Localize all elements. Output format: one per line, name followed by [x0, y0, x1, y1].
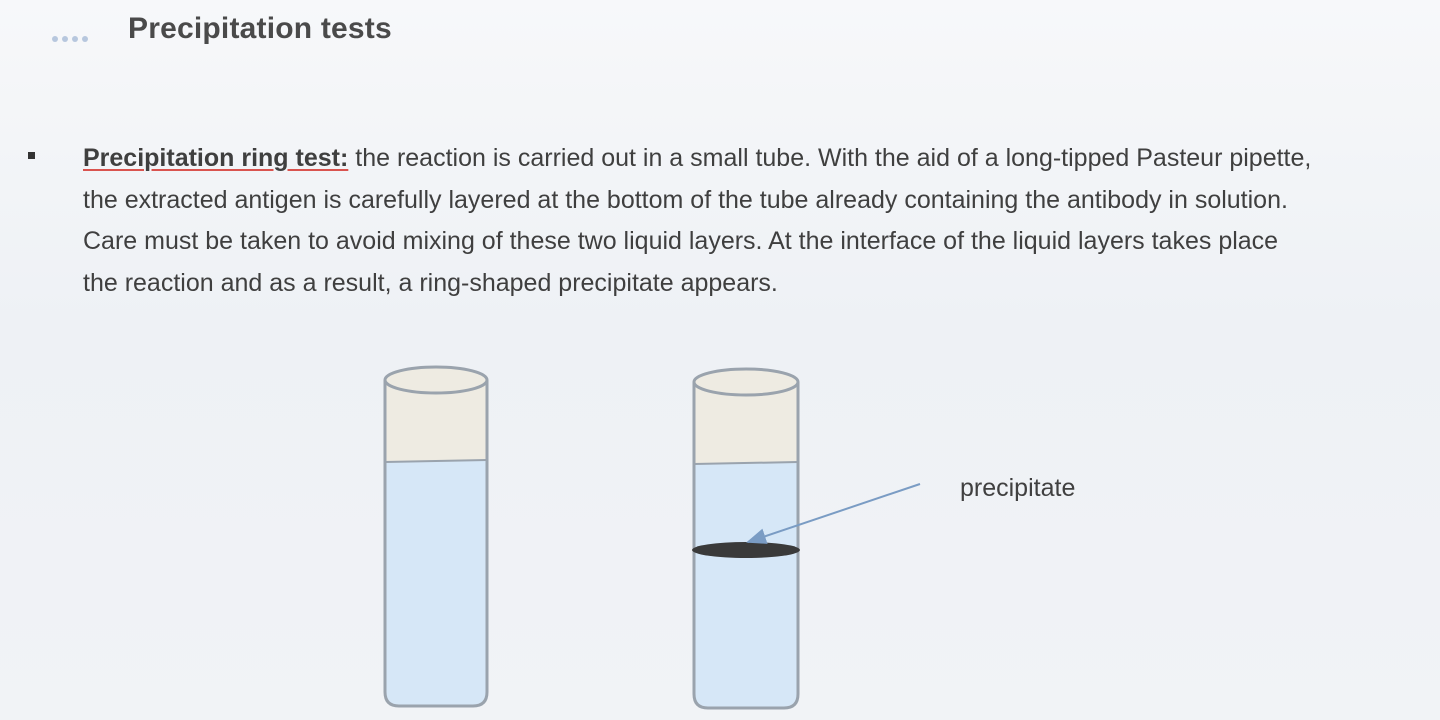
precipitate-arrow [746, 483, 921, 544]
bullet-text: Precipitation ring test: the reaction is… [83, 138, 1440, 304]
bullet-paragraph: Precipitation ring test: the reaction is… [28, 138, 1440, 304]
bullet-line-3: Care must be taken to avoid mixing of th… [83, 227, 1279, 255]
bullet-line-4: the reaction and as a result, a ring-sha… [83, 268, 778, 297]
lower-liquid-layer [694, 462, 798, 708]
bullet-square-icon [28, 152, 35, 159]
tube-mouth [692, 367, 800, 397]
slide-title: Precipitation tests [128, 12, 392, 45]
tube-mouth [383, 365, 489, 395]
tube-wall [383, 380, 489, 708]
layer-interface [384, 459, 488, 463]
precipitate-label: precipitate [960, 474, 1076, 502]
tube-wall [692, 382, 800, 710]
layer-interface [693, 461, 799, 465]
test-tube-right [692, 367, 800, 710]
upper-liquid-layer [694, 382, 798, 464]
lower-liquid-layer [385, 460, 487, 706]
upper-liquid-layer [385, 380, 487, 462]
bullet-line-2: the extracted antigen is carefully layer… [83, 185, 1288, 214]
bullet-term: Precipitation ring test: [83, 144, 349, 172]
test-tube-left [383, 365, 489, 708]
precipitate-ring [692, 542, 800, 558]
bullet-line-text: the reaction is carried out in a small t… [348, 144, 1312, 172]
title-decoration-dots [52, 36, 88, 42]
bullet-line-1: Precipitation ring test: the reaction is… [83, 138, 1440, 180]
